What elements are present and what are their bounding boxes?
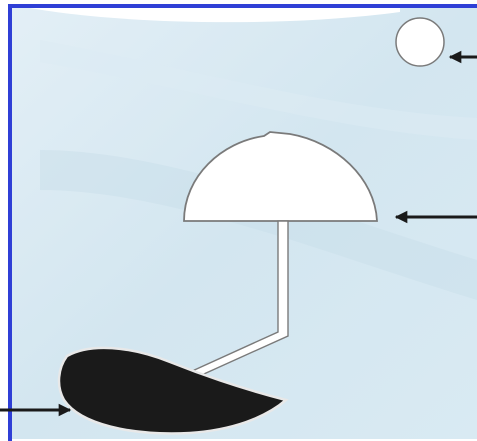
umbrella-dome <box>183 131 378 222</box>
half-disc-shadow <box>57 346 289 435</box>
frame <box>8 4 477 441</box>
texture-band <box>40 40 477 140</box>
circle-shape <box>395 17 445 67</box>
texture-band <box>40 150 477 300</box>
arrows <box>0 50 477 417</box>
paper-curl <box>30 6 400 23</box>
umbrella-shape <box>183 131 378 379</box>
